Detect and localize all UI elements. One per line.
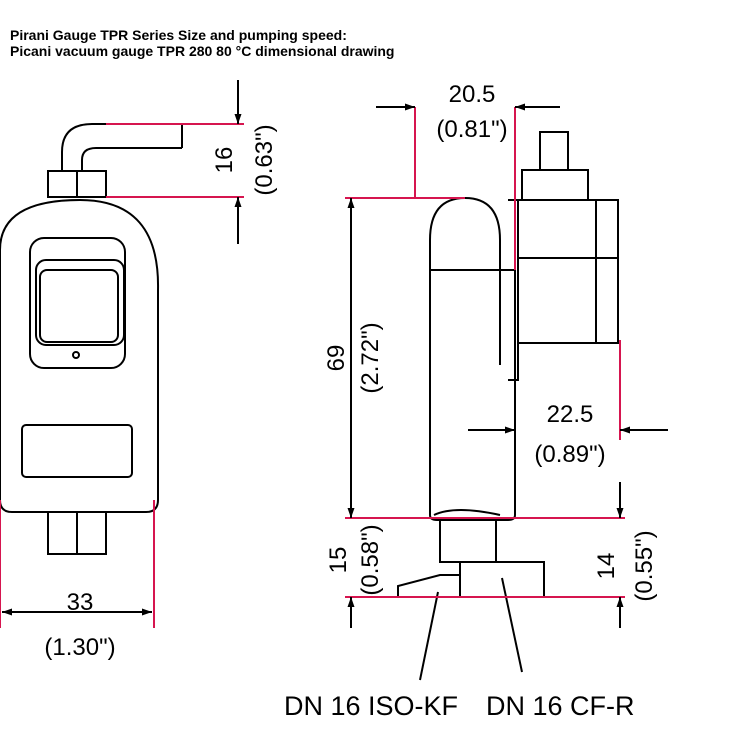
side-dimension-lines [345, 103, 668, 628]
dim-offset-width-mm: 22.5 [547, 401, 594, 428]
dim-body-height-mm: 69 [323, 345, 350, 372]
diagram-title-line2: Picani vacuum gauge TPR 280 80 °C dimens… [10, 43, 395, 59]
front-view [0, 123, 183, 555]
dim-offset-width-inch: (0.89") [534, 441, 605, 468]
dim-top-width-inch: (0.81") [436, 116, 507, 143]
dim-base-width-mm: 33 [67, 589, 94, 616]
side-view [397, 131, 619, 681]
connector-housing [517, 199, 619, 344]
dim-kf-height-inch: (0.58") [357, 524, 384, 595]
dim-kf-height-mm: 15 [325, 547, 352, 574]
display-window [35, 259, 125, 346]
dim-top-height-mm: 16 [211, 147, 238, 174]
indicator-led [72, 351, 80, 359]
flange-neck [439, 519, 497, 563]
dim-top-height-inch: (0.63") [251, 124, 278, 195]
flange-collar [433, 509, 501, 516]
connector-shaft [539, 131, 569, 171]
dim-top-width-mm: 20.5 [449, 81, 496, 108]
dim-base-width-inch: (1.30") [44, 634, 115, 661]
front-dimension-lines [0, 80, 244, 628]
dim-cf-height-mm: 14 [593, 553, 620, 580]
label-plate [21, 424, 133, 478]
kf-flange-label: DN 16 ISO-KF [284, 691, 458, 721]
cf-leader [501, 577, 523, 673]
cf-flange-label: DN 16 CF-R [486, 691, 635, 721]
cable [61, 123, 182, 171]
kf-flange [397, 574, 461, 598]
cable [81, 147, 182, 171]
diagram-title-line1: Pirani Gauge TPR Series Size and pumping… [10, 27, 347, 43]
connector-nut-side [521, 169, 589, 201]
dim-body-height-inch: (2.72") [357, 322, 384, 393]
dim-cf-height-inch: (0.55") [631, 530, 658, 601]
gauge-body-side [429, 196, 516, 521]
kf-leader [419, 591, 439, 681]
